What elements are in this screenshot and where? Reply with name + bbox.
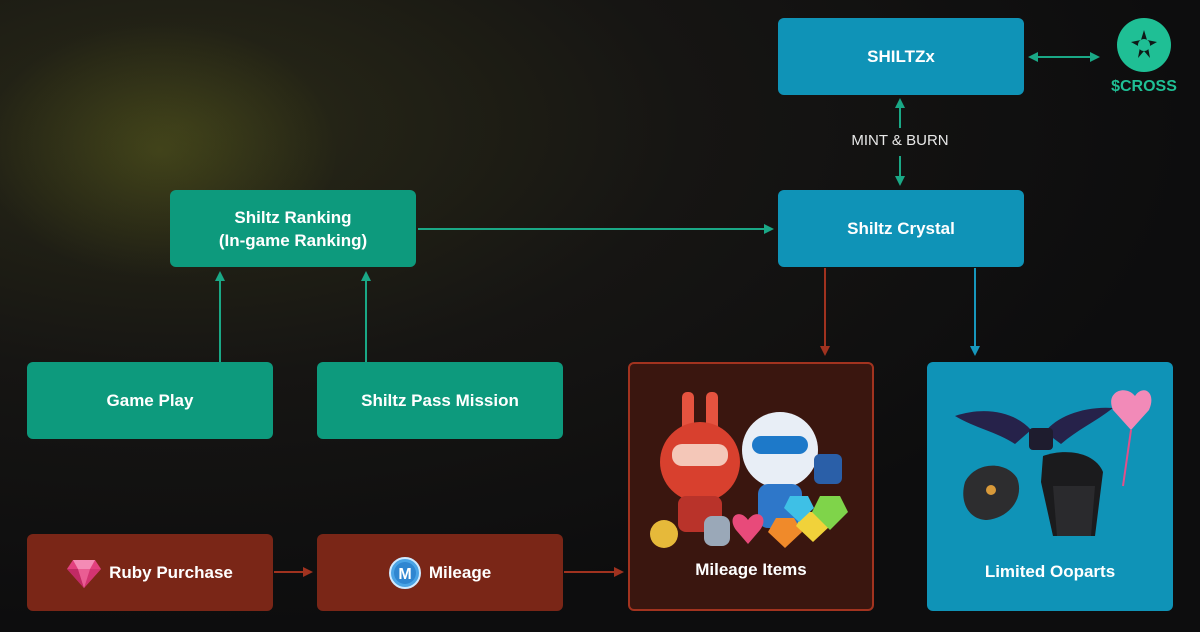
node-game-play: Game Play bbox=[27, 362, 273, 439]
node-mileage-label: Mileage bbox=[428, 563, 492, 582]
node-shiltz-crystal-label: Shiltz Crystal bbox=[847, 219, 955, 238]
mileage-coin-icon: M bbox=[388, 556, 421, 589]
mileage-items-illustration bbox=[650, 392, 848, 548]
node-game-play-label: Game Play bbox=[106, 391, 194, 410]
cross-token-label: $CROSS bbox=[1111, 78, 1177, 95]
node-ruby-purchase-label: Ruby Purchase bbox=[109, 563, 233, 582]
cross-token: $CROSS bbox=[1104, 18, 1184, 100]
cross-symbol-icon bbox=[1131, 30, 1157, 58]
limited-ooparts-illustration bbox=[955, 390, 1152, 536]
node-shiltzx: SHILTZx bbox=[778, 18, 1024, 95]
node-limited-ooparts-label: Limited Ooparts bbox=[984, 562, 1116, 581]
node-mileage: M Mileage bbox=[317, 534, 563, 611]
ruby-gem-icon bbox=[67, 559, 102, 588]
svg-text:M: M bbox=[398, 566, 411, 583]
node-mileage-items: Mileage Items bbox=[628, 362, 874, 611]
node-limited-ooparts: Limited Ooparts bbox=[927, 362, 1173, 611]
node-ruby-purchase: Ruby Purchase bbox=[27, 534, 273, 611]
node-shiltz-ranking: Shiltz Ranking (In-game Ranking) bbox=[170, 190, 416, 267]
node-shiltz-pass-mission: Shiltz Pass Mission bbox=[317, 362, 563, 439]
node-shiltz-pass-mission-label: Shiltz Pass Mission bbox=[361, 391, 519, 410]
node-shiltz-crystal: Shiltz Crystal bbox=[778, 190, 1024, 267]
node-mileage-items-label: Mileage Items bbox=[695, 560, 807, 579]
node-shiltz-ranking-label: Shiltz Ranking (In-game Ranking) bbox=[218, 207, 368, 250]
edge-label-mint-burn: MINT & BURN bbox=[851, 132, 949, 149]
node-shiltzx-label: SHILTZx bbox=[867, 47, 935, 66]
cross-token-icon bbox=[1117, 18, 1171, 72]
